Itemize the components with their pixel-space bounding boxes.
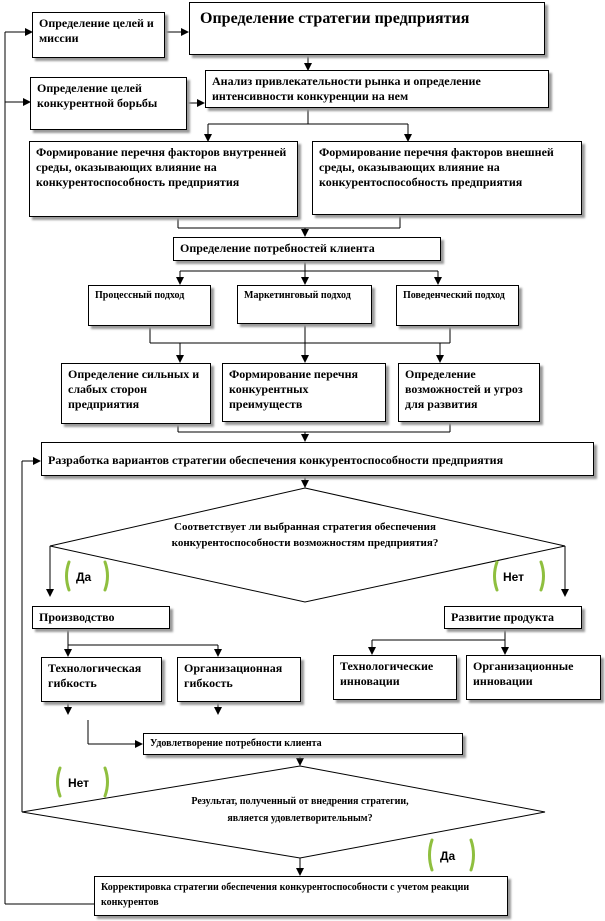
internal-factors-box: Формирование перечня факторов внутренней… [29, 141, 298, 217]
tech-innovations-box: Технологические инновации [333, 655, 457, 700]
strategy-fit-question: Соответствует ли выбранная стратегия обе… [171, 521, 439, 549]
tech-flexibility-box: Технологическая гибкость [41, 657, 162, 702]
marketing-approach-box: Маркетинговый подход [237, 285, 372, 324]
competitive-goals-box: Определение целей конкурентной борьбы [30, 77, 187, 130]
org-innovations-box: Организационные инновации [466, 655, 601, 700]
opportunities-threats-box: Определение возможностей и угроз для раз… [398, 363, 540, 422]
org-flexibility-box: Организационная гибкость [177, 657, 301, 702]
no-label-1: Нет [503, 570, 525, 584]
competitive-advantages-box: Формирование перечня конкурентных преиму… [222, 363, 386, 422]
client-satisfaction-box: Удовлетворение потребности клиента [143, 733, 463, 755]
yes-label-1: Да [76, 570, 92, 584]
client-needs-box: Определение потребностей клиента [173, 237, 441, 261]
behavior-approach-box: Поведенческий подход [396, 285, 519, 326]
strategy-definition-box: Определение стратегии предприятия [189, 2, 545, 55]
strengths-weaknesses-box: Определение сильных и слабых сторон пред… [61, 363, 211, 424]
goals-mission-box: Определение целей и миссии [32, 12, 165, 58]
external-factors-box: Формирование перечня факторов внешней ср… [312, 141, 582, 215]
strategy-variants-box: Разработка вариантов стратегии обеспечен… [41, 442, 594, 476]
process-approach-box: Процессный подход [88, 285, 211, 326]
product-development-box: Развитие продукта [444, 606, 582, 629]
yes-label-2: Да [440, 849, 456, 863]
correction-box: Корректировка стратегии обеспечения конк… [94, 876, 508, 916]
production-box: Производство [32, 606, 170, 629]
result-question: Результат, полученный от внедрения страт… [191, 796, 409, 824]
market-analysis-box: Анализ привлекательности рынка и определ… [205, 70, 549, 108]
no-label-2: Нет [68, 776, 90, 790]
